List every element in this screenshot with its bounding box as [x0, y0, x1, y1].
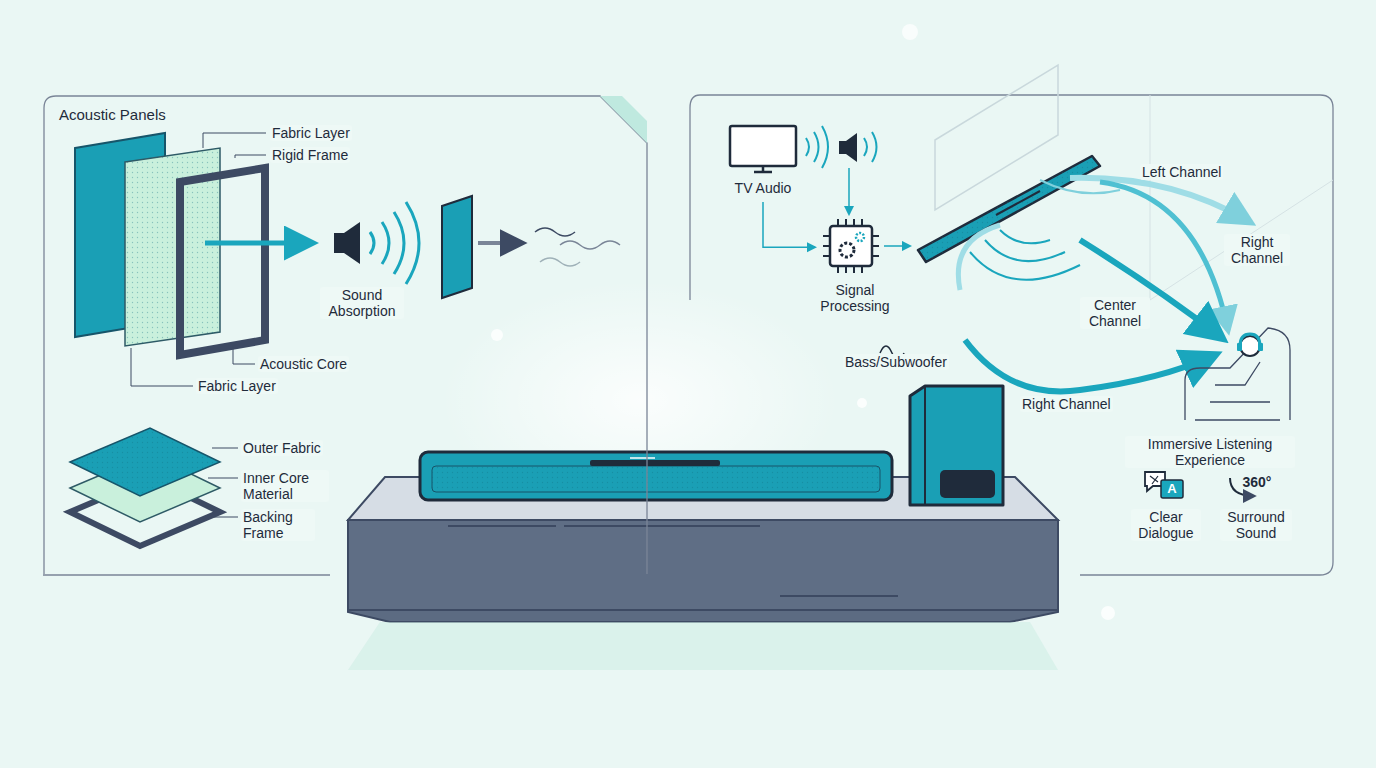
feature-label: Clear Dialogue [1131, 509, 1201, 541]
node-label: TV Audio [722, 180, 804, 196]
channel-label: Left Channel [1140, 164, 1223, 180]
panel-outline [43, 95, 648, 575]
node-label: Signal Processing [815, 282, 895, 314]
icon-glyph: A [1164, 481, 1180, 497]
process-label: Sound Absorption [320, 287, 404, 319]
layer-label: Backing Frame [241, 509, 315, 541]
feature-heading: Immersive Listening Experience [1125, 436, 1295, 468]
signal-connector [763, 202, 815, 247]
channel-label: Right Channel [1020, 396, 1113, 412]
feature-label: Surround Sound [1220, 509, 1292, 541]
channel-label: Center Channel [1080, 297, 1150, 329]
signal-processor: Signal Processing [815, 214, 895, 318]
part-label: Rigid Frame [270, 147, 350, 163]
panel-frame: Acoustic Panels [43, 95, 648, 575]
panel-title: Acoustic Panels [59, 107, 166, 123]
part-label: Acoustic Core [258, 356, 349, 372]
part-label: Fabric Layer [270, 125, 352, 141]
icon-glyph: 360° [1237, 474, 1277, 490]
channel-label: Bass/Subwoofer [843, 354, 949, 370]
part-label: Fabric Layer [196, 378, 278, 394]
layer-label: Outer Fabric [241, 440, 323, 456]
layer-label: Inner Core Material [241, 470, 329, 502]
tv-audio-source: TV Audio [722, 118, 804, 202]
channel-label: Right Channel [1224, 234, 1290, 266]
